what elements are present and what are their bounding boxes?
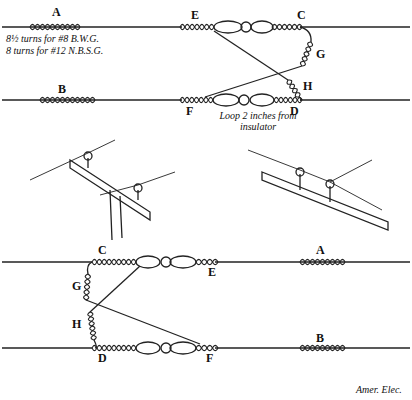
note-text: 8 turns for #12 N.B.S.G. bbox=[6, 45, 103, 56]
wire-twist bbox=[92, 259, 136, 264]
wire-twist bbox=[92, 345, 136, 350]
wire-twist bbox=[196, 345, 218, 350]
wire-twist bbox=[180, 97, 213, 102]
wire-label: B bbox=[58, 83, 66, 96]
wire-label: F bbox=[206, 352, 213, 365]
watermark: Amer. Elec. bbox=[356, 384, 402, 395]
wire-label: E bbox=[191, 9, 199, 22]
wire-twist bbox=[88, 312, 95, 340]
wire-twist bbox=[287, 80, 300, 97]
wire-label: C bbox=[98, 244, 107, 257]
wire-twist bbox=[30, 24, 80, 29]
wire-label: C bbox=[297, 9, 306, 22]
wire-twist bbox=[272, 24, 302, 29]
wire-twist bbox=[274, 97, 302, 102]
wire-twist bbox=[302, 42, 313, 66]
wire-label: G bbox=[72, 280, 81, 293]
wire-twist bbox=[84, 274, 90, 300]
wire-twist bbox=[196, 259, 218, 264]
wire-label: E bbox=[208, 266, 216, 279]
wire-twist bbox=[84, 274, 90, 300]
wire-twist bbox=[300, 259, 345, 264]
wire-twist bbox=[288, 80, 299, 97]
wire-label: A bbox=[316, 244, 325, 257]
wire-label: F bbox=[186, 105, 193, 118]
wire-label: B bbox=[316, 332, 324, 345]
wire-label: H bbox=[72, 318, 81, 331]
wire-twist bbox=[180, 24, 214, 29]
wire-label: D bbox=[98, 352, 107, 365]
note-text: Loop 2 inches from insulator bbox=[210, 110, 306, 132]
note-text: 8½ turns for #8 B.W.G. bbox=[6, 33, 99, 44]
wire-label: A bbox=[52, 6, 61, 19]
wire-twist bbox=[272, 24, 302, 29]
wire-twist bbox=[196, 259, 218, 264]
wire-label: G bbox=[316, 48, 325, 61]
wire-twist bbox=[92, 345, 136, 350]
wire-twist bbox=[92, 259, 136, 264]
wire-twist bbox=[180, 24, 214, 29]
wire-twist bbox=[30, 24, 80, 29]
wire-label: H bbox=[303, 80, 312, 93]
wire-twist bbox=[196, 345, 218, 350]
wire-twist bbox=[40, 97, 95, 102]
wire-twist bbox=[300, 345, 345, 350]
wire-twist bbox=[180, 97, 213, 102]
wire-twist bbox=[88, 312, 96, 340]
wire-twist bbox=[274, 97, 302, 102]
wire-twist bbox=[40, 97, 95, 102]
wire-twist bbox=[300, 345, 345, 350]
wire-twist bbox=[300, 259, 345, 264]
